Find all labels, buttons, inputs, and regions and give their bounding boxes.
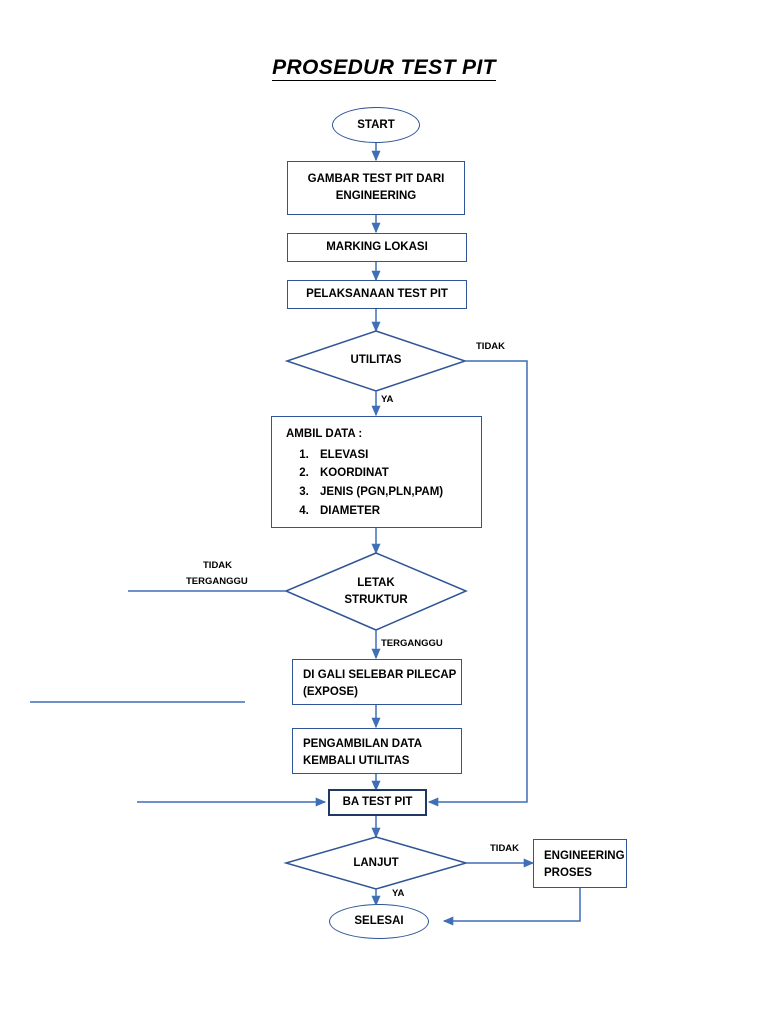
edge-label-letak-terganggu-down: TERGANGGU	[381, 638, 443, 649]
node-ambil-data-content: AMBIL DATA : ELEVASI KOORDINAT JENIS (PG…	[272, 417, 481, 519]
node-engineering-proses-line2: PROSES	[544, 867, 592, 880]
list-item: JENIS (PGN,PLN,PAM)	[312, 484, 481, 501]
node-pelaksanaan-test-pit-label: PELAKSANAAN TEST PIT	[306, 288, 448, 301]
edge-label-utilitas-ya: YA	[381, 394, 393, 405]
node-utilitas: UTILITAS	[316, 348, 436, 374]
node-letak-struktur-label-line1: LETAK	[357, 576, 395, 589]
list-item: KOORDINAT	[312, 465, 481, 482]
node-engineering-proses: ENGINEERING PROSES	[533, 839, 627, 888]
node-pengambilan-line2: KEMBALI UTILITAS	[303, 755, 410, 768]
list-item: DIAMETER	[312, 503, 481, 520]
node-utilitas-label: UTILITAS	[350, 354, 402, 367]
node-engineering-proses-line1: ENGINEERING	[544, 850, 625, 862]
edge-label-lanjut-tidak-text: TIDAK	[490, 843, 520, 854]
edge-label-letak-terganggu-left: TERGANGGU	[186, 576, 248, 587]
node-ambil-data-header: AMBIL DATA :	[286, 428, 363, 440]
node-engineering-proses-content: ENGINEERING PROSES	[534, 840, 626, 883]
node-start: START	[332, 107, 420, 143]
node-selesai-label: SELESAI	[354, 915, 404, 928]
edge-label-letak-tidak-text: TIDAK	[203, 560, 233, 571]
node-letak-struktur-label-line2: STRUKTUR	[344, 594, 408, 606]
edge-label-lanjut-ya-text: YA	[392, 888, 405, 899]
node-pengambilan-content: PENGAMBILAN DATA KEMBALI UTILITAS	[293, 729, 461, 771]
node-start-label: START	[357, 118, 395, 131]
page-title: PROSEDUR TEST PIT	[0, 56, 768, 81]
node-di-gali-selebar-pilecap: DI GALI SELEBAR PILECAP (EXPOSE)	[292, 659, 462, 705]
node-lanjut: LANJUT	[316, 851, 436, 877]
node-marking-lokasi-label: MARKING LOKASI	[326, 241, 428, 254]
edge-label-lanjut-tidak: TIDAK	[490, 843, 519, 854]
node-marking-lokasi: MARKING LOKASI	[287, 233, 467, 262]
edge-label-letak-tidak: TIDAK	[203, 560, 232, 571]
node-ba-test-pit-label: BA TEST PIT	[342, 796, 413, 809]
node-ba-test-pit: BA TEST PIT	[328, 789, 427, 816]
page-title-text: PROSEDUR TEST PIT	[272, 56, 496, 81]
edge-label-utilitas-ya-text: YA	[381, 394, 394, 405]
edge-label-utilitas-tidak-text: TIDAK	[476, 341, 506, 352]
node-pelaksanaan-test-pit: PELAKSANAAN TEST PIT	[287, 280, 467, 309]
node-lanjut-label: LANJUT	[353, 857, 399, 870]
node-ambil-data: AMBIL DATA : ELEVASI KOORDINAT JENIS (PG…	[271, 416, 482, 528]
edge-label-lanjut-ya: YA	[392, 888, 404, 899]
node-ambil-data-list: ELEVASI KOORDINAT JENIS (PGN,PLN,PAM) DI…	[286, 447, 481, 520]
node-di-gali-line2: (EXPOSE)	[303, 686, 358, 699]
node-gambar-test-pit-label: GAMBAR TEST PIT DARI ENGINEERING	[307, 173, 445, 202]
node-di-gali-line1: DI GALI SELEBAR PILECAP	[303, 669, 457, 681]
list-item: ELEVASI	[312, 447, 481, 464]
node-letak-struktur: LETAK STRUKTUR	[316, 571, 436, 613]
edge-label-letak-terganggu-left-text: TERGANGGU	[186, 576, 248, 587]
edge-label-letak-terganggu-down-text: TERGANGGU	[381, 638, 443, 649]
node-pengambilan-line1: PENGAMBILAN DATA	[303, 738, 423, 750]
node-gambar-test-pit: GAMBAR TEST PIT DARI ENGINEERING	[287, 161, 465, 215]
node-pengambilan-data-kembali-utilitas: PENGAMBILAN DATA KEMBALI UTILITAS	[292, 728, 462, 774]
node-selesai: SELESAI	[329, 904, 429, 939]
node-di-gali-content: DI GALI SELEBAR PILECAP (EXPOSE)	[293, 660, 461, 702]
edge-label-utilitas-tidak: TIDAK	[476, 341, 505, 352]
